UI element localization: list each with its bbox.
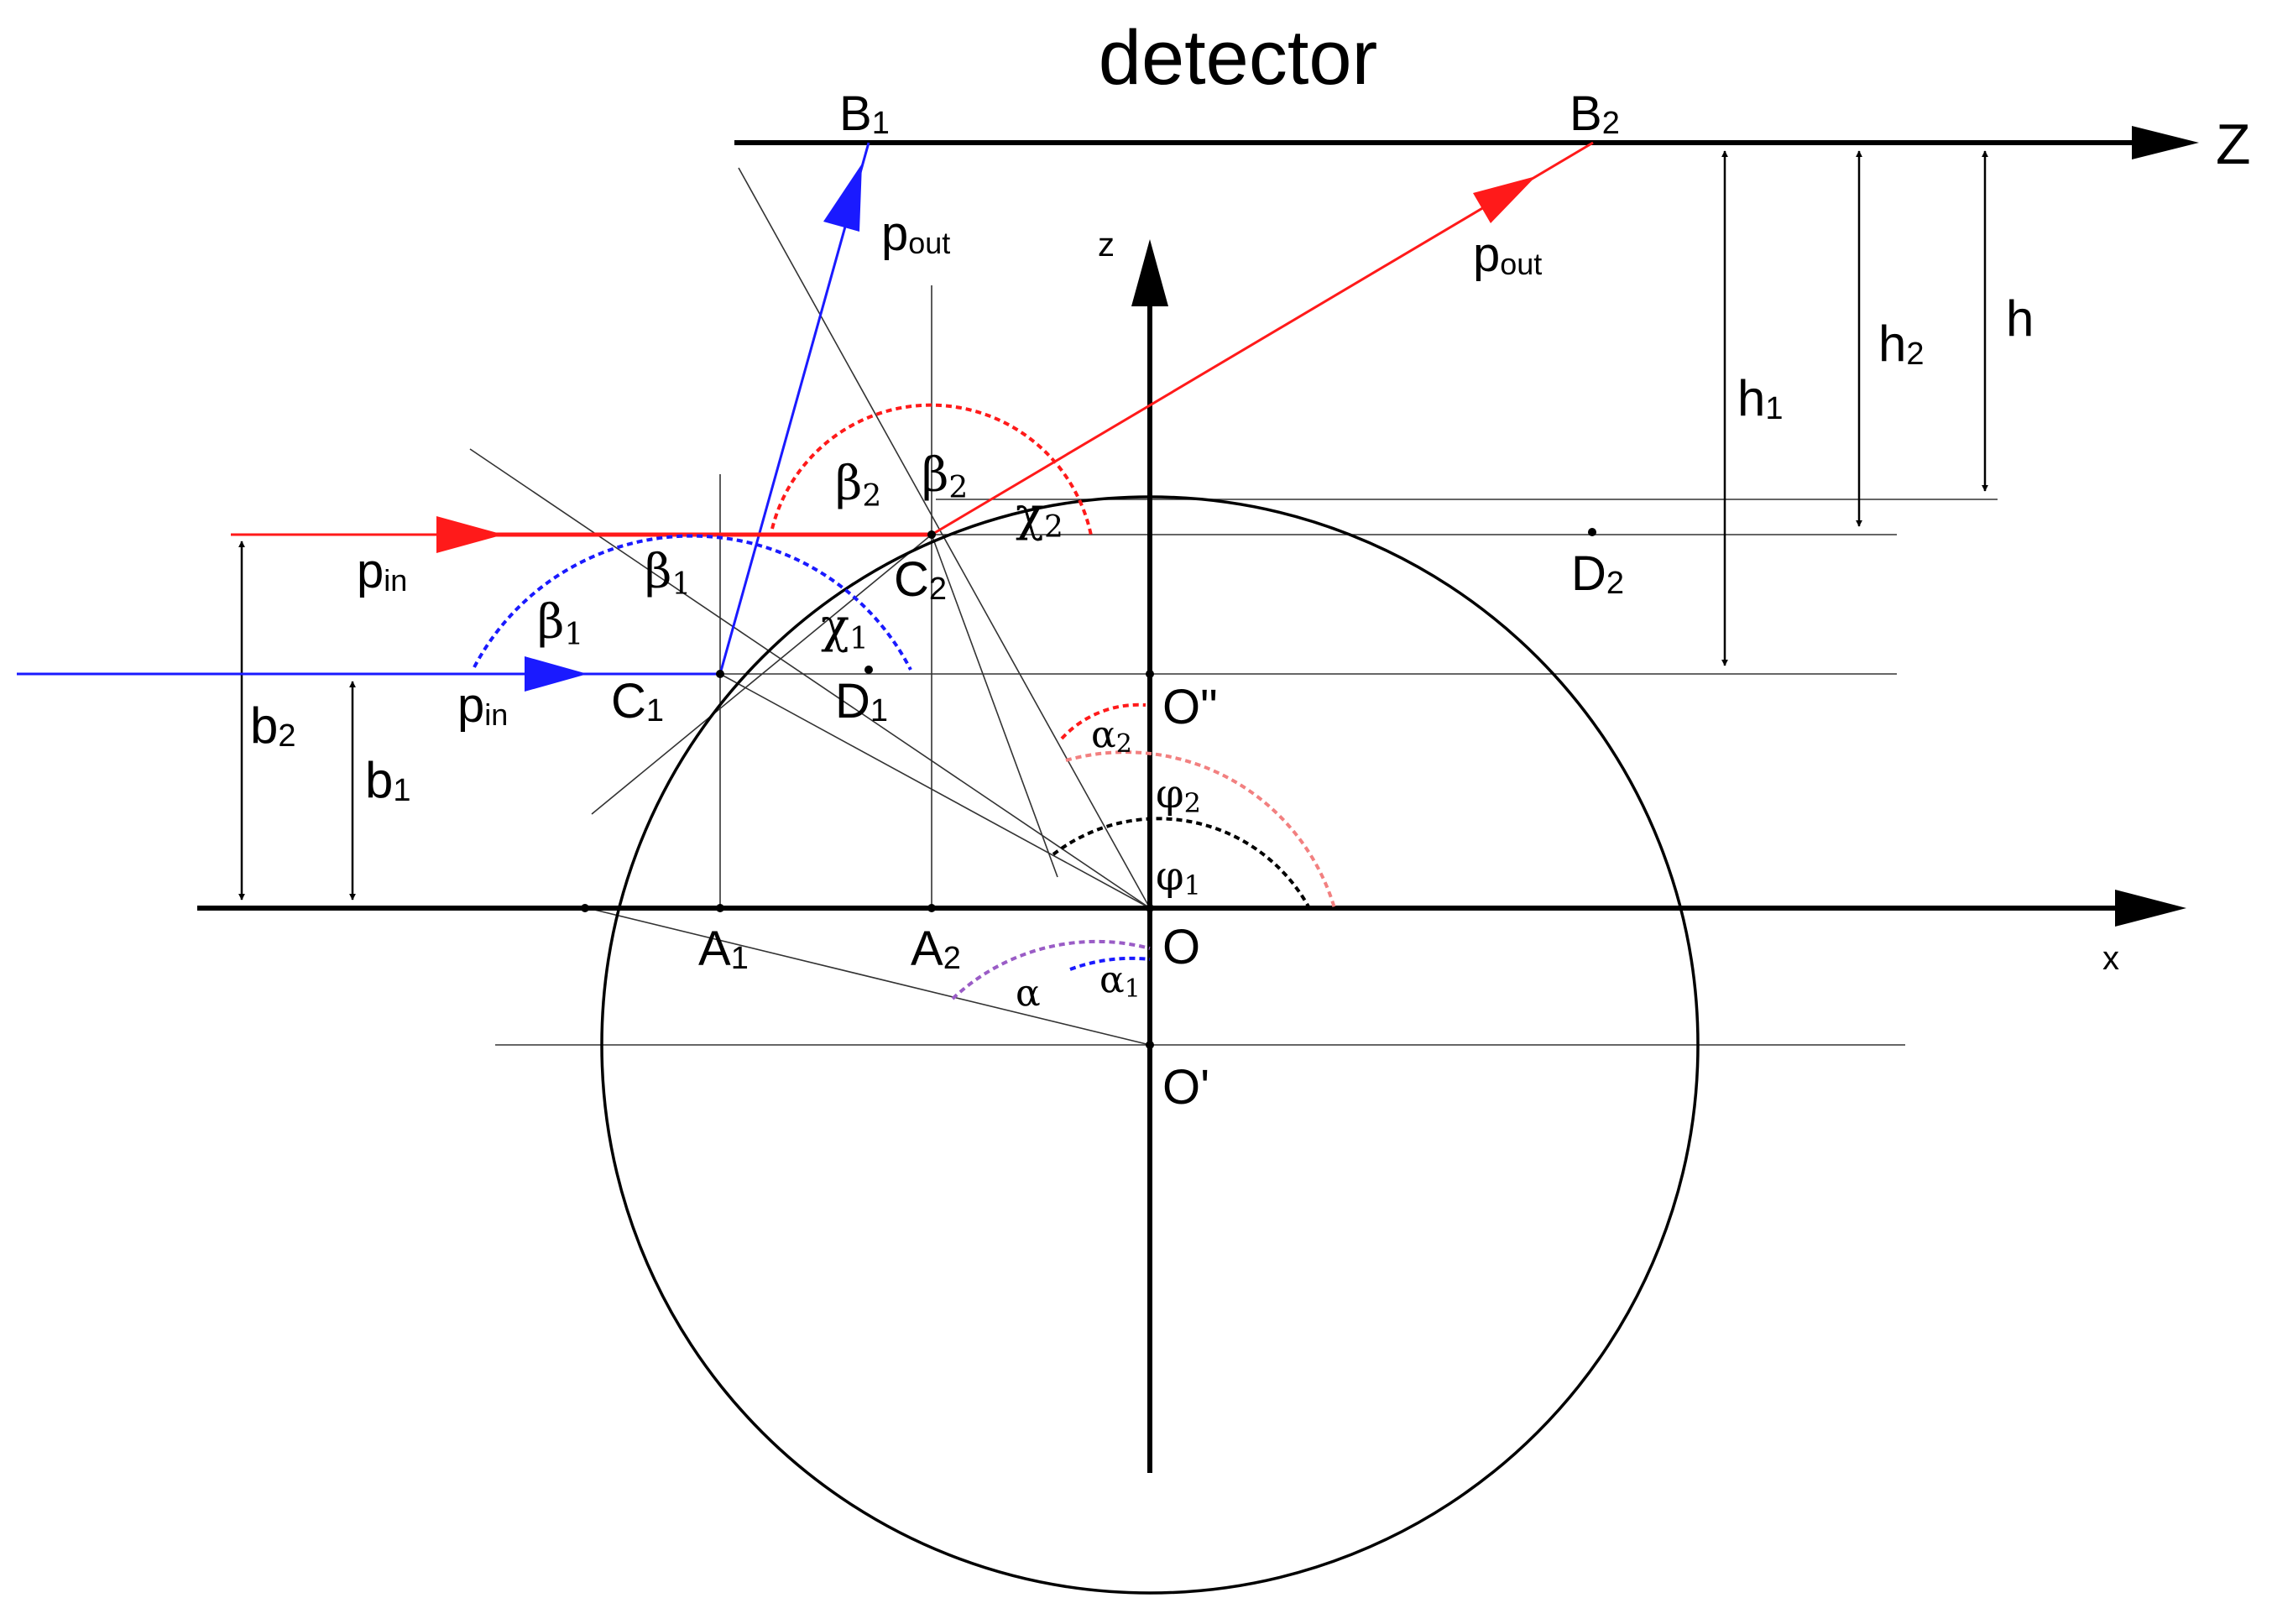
label-pin-ray2: pin — [357, 544, 407, 598]
point-d2 — [1588, 528, 1596, 536]
label-pout-ray1: pout — [881, 206, 950, 261]
label-o: O — [1162, 920, 1200, 974]
x-axis-arrowhead — [2115, 890, 2186, 927]
label-beta1-left: β1 — [537, 595, 583, 652]
beta1-chi1-arc — [473, 534, 912, 671]
points — [581, 528, 1596, 1049]
point-o — [1146, 904, 1154, 912]
beta2-chi2-arc — [770, 403, 1093, 536]
label-axis-Z: Z — [2216, 112, 2251, 176]
label-a2: A2 — [911, 922, 961, 976]
normal-c1 — [469, 448, 1151, 909]
dimension-arrows — [238, 150, 1988, 901]
label-phi2: φ2 — [1156, 770, 1201, 819]
point-c1 — [716, 670, 724, 678]
detector-axis-arrowhead — [2132, 126, 2199, 159]
label-pout-ray2: pout — [1473, 227, 1542, 282]
alpha2-arc — [1060, 702, 1146, 740]
label-beta1-right: β1 — [645, 545, 691, 602]
ray1-outgoing-arrowhead — [823, 164, 862, 232]
axes — [197, 126, 2199, 1473]
point-d1 — [864, 666, 873, 674]
z-axis-arrowhead — [1131, 239, 1168, 306]
radius-c1 — [719, 673, 1151, 909]
label-axis-x: x — [2102, 940, 2119, 977]
label-b2: B2 — [1570, 86, 1620, 141]
label-chi1: χ1 — [821, 599, 869, 656]
label-alpha1: α1 — [1099, 958, 1141, 1004]
label-a1: A1 — [698, 922, 749, 976]
label-h1: h1 — [1737, 370, 1784, 426]
label-pin-ray1: pin — [457, 678, 508, 733]
ray1-incoming-arrowhead — [525, 656, 588, 692]
point-oprime — [1146, 1041, 1154, 1049]
label-phi1: φ1 — [1156, 853, 1201, 901]
label-odprime: O" — [1162, 680, 1218, 734]
point-circle-left — [581, 904, 589, 912]
alpha-arc — [951, 939, 1151, 1000]
label-beta2-right: β2 — [922, 448, 968, 505]
tangent-c1 — [591, 534, 932, 815]
ray2-outgoing-arrowhead — [1473, 176, 1536, 223]
point-c2 — [927, 530, 936, 539]
point-a2 — [927, 904, 936, 912]
radius-c2 — [931, 534, 1058, 878]
point-a1 — [716, 904, 724, 912]
phi1-arc — [1052, 817, 1311, 909]
alpha1-arc — [1069, 956, 1151, 971]
label-beta2-left: β2 — [835, 457, 881, 514]
labels: detector Z z x B1 B2 C1 C2 D1 D2 A1 A2 O… — [250, 15, 2251, 1115]
point-odprime — [1146, 670, 1154, 678]
title-detector: detector — [1099, 15, 1377, 101]
ray2-incoming-arrowhead — [436, 516, 504, 553]
label-oprime: O' — [1162, 1060, 1209, 1115]
label-alpha2: α2 — [1091, 713, 1132, 759]
ray-1 — [17, 142, 870, 692]
label-alpha: α — [1016, 972, 1041, 1015]
label-d2: D2 — [1571, 546, 1624, 601]
label-b1: B1 — [839, 86, 890, 141]
label-chi2: χ2 — [1016, 488, 1063, 545]
label-b2-dist: b2 — [250, 697, 296, 754]
ray-2 — [231, 141, 1594, 553]
label-d1: D1 — [835, 674, 888, 728]
label-axis-z: z — [1098, 227, 1115, 264]
ray1-outgoing — [718, 142, 870, 675]
label-h: h — [2006, 290, 2034, 347]
angle-arcs — [473, 403, 1336, 1000]
label-b1-dist: b1 — [365, 752, 411, 808]
line-o-prime — [587, 907, 1151, 1046]
construction-lines — [469, 167, 1998, 1046]
label-c1: C1 — [611, 674, 664, 728]
label-c2: C2 — [894, 552, 947, 607]
label-h2: h2 — [1878, 316, 1925, 372]
